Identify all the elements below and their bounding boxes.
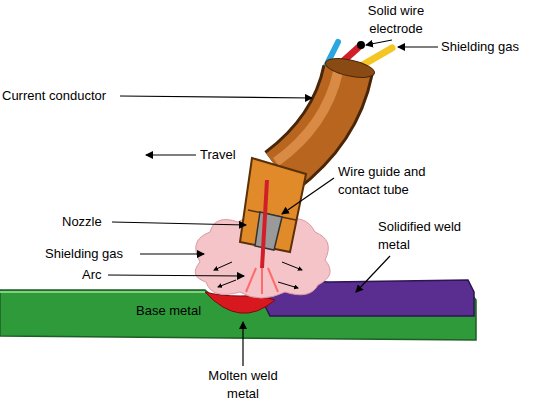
part-label: Shielding gas [441, 38, 519, 56]
part-label: Base metal [136, 302, 201, 320]
torch-cap [324, 55, 376, 81]
part-label: Solidified weld metal [378, 218, 478, 254]
direction-label: Travel [200, 146, 236, 164]
part-label: Shielding gas [45, 245, 123, 263]
leader-lines [108, 40, 438, 366]
plate-highlight [0, 291, 205, 293]
torch-shine [276, 72, 338, 162]
wire-electrode [262, 180, 267, 268]
arc [246, 268, 278, 294]
contact-tube [255, 212, 282, 250]
part-label: Nozzle [62, 213, 102, 231]
nozzle [240, 158, 306, 252]
part-label: Solid wire electrode [350, 2, 442, 38]
part-label: Current conductor [2, 87, 106, 105]
part-label: Arc [82, 266, 102, 284]
gas-flow-arrows [214, 262, 302, 288]
part-label: Wire guide and contact tube [338, 163, 468, 199]
electrode-tip [357, 41, 365, 49]
part-label: Molten weld metal [193, 367, 293, 403]
